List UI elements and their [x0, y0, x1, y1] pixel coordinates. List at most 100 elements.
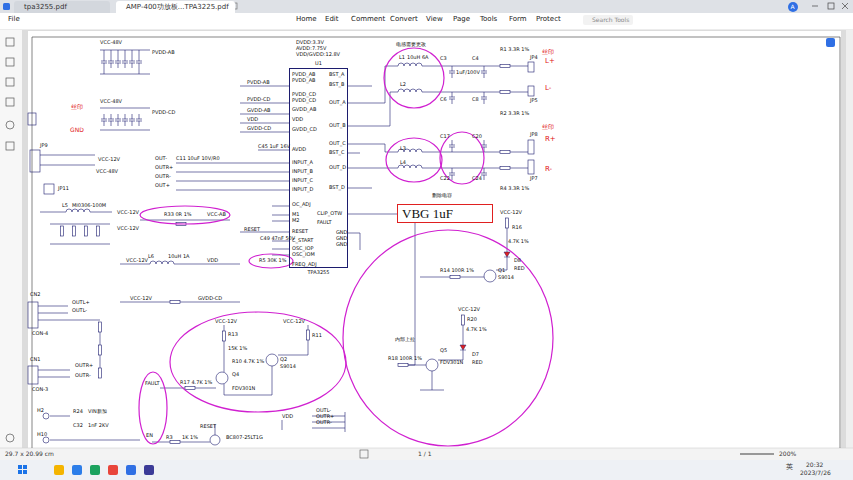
schematic-label: L1 [399, 55, 405, 60]
window-chrome [108, 465, 118, 475]
markup-ellipse [170, 312, 346, 412]
markup-ellipse [139, 372, 167, 444]
schematic-wiring [462, 315, 465, 325]
schematic-label: JP4 [530, 55, 538, 60]
schematic-label: 内部上拉 [395, 337, 415, 342]
schematic-label: VCC-12V [500, 210, 522, 215]
schematic-label: BST_D [329, 185, 345, 190]
window-chrome [0, 448, 853, 460]
schematic-label: INPUT_C [292, 178, 313, 183]
schematic-label: CLIP_OTW [317, 211, 342, 216]
search-box: Search Tools [592, 17, 629, 23]
schematic-label: VCC-12V [126, 258, 148, 263]
schematic-label: 1K 1% [182, 435, 198, 440]
schematic-label: VCC-12V [117, 210, 139, 215]
avatar-letter: A [791, 4, 795, 10]
silkscreen-note: R+ [545, 136, 556, 143]
silkscreen-note: L+ [545, 58, 555, 65]
silkscreen-note: 丝印 [542, 124, 554, 130]
schematic-label: R24 [73, 409, 83, 414]
markup-ellipse [249, 254, 293, 268]
schematic-wiring [481, 66, 487, 78]
schematic-label: R10 4.7K 1% [232, 359, 264, 364]
schematic-label: RESET [292, 229, 308, 234]
schematic-wiring [176, 163, 289, 190]
schematic-wiring [122, 56, 128, 68]
schematic-wiring [120, 264, 240, 265]
schematic-label: C3 [440, 56, 447, 61]
schematic-label: C49 47nF 50V [260, 236, 295, 241]
schematic-wiring [398, 223, 426, 365]
schematic-wiring [61, 226, 64, 236]
schematic-label: L4 [400, 160, 406, 165]
menu-item: Edit [325, 16, 339, 23]
markup-ellipse [139, 48, 553, 446]
schematic-wiring [160, 388, 216, 389]
schematic-label: M2 [292, 218, 300, 223]
window-chrome [72, 465, 82, 475]
schematic-label: RESET [244, 227, 260, 232]
schematic-wiring [422, 66, 528, 168]
schematic-label: M1 [292, 212, 300, 217]
schematic-wiring [185, 387, 195, 390]
schematic-wiring [398, 63, 422, 66]
schematic-wiring [104, 50, 139, 74]
window-chrome [6, 38, 14, 46]
schematic-wiring [460, 345, 466, 350]
schematic-label: GND [336, 236, 347, 241]
window-chrome [54, 465, 64, 475]
schematic-label: OUTL- [316, 408, 331, 413]
schematic-label: BST_B [329, 82, 345, 87]
schematic-label: BC807-25LT1G [226, 435, 263, 440]
window-chrome [126, 465, 136, 475]
schematic-label: PVDD-CD [247, 97, 270, 102]
schematic-label: GVDD_CD [292, 127, 317, 132]
schematic-wiring [500, 167, 510, 170]
schematic-wiring [496, 228, 507, 270]
schematic-label: C6 [440, 97, 447, 102]
schematic-label: CN2 [30, 292, 40, 297]
schematic-wiring [528, 62, 534, 72]
schematic-label: OUTL- [72, 308, 87, 313]
schematic-label: PVDD-AB [247, 80, 270, 85]
node-subtitle: TPA3255 [290, 270, 347, 275]
schematic-wiring [115, 114, 121, 126]
schematic-wiring [122, 114, 128, 126]
file-tab: tpa3255.pdf [14, 1, 110, 13]
schematic-wiring [170, 441, 180, 444]
schematic-label: VDD [292, 117, 303, 122]
schematic-label: JP11 [58, 186, 69, 191]
schematic-label: BST_C [329, 150, 345, 155]
schematic-wiring [398, 364, 408, 367]
schematic-label: JP5 [530, 98, 538, 103]
schematic-label: VCC-12V [130, 296, 152, 301]
schematic-label: INPUT_A [292, 160, 313, 165]
schematic-wiring [481, 92, 487, 104]
window-chrome [144, 465, 154, 475]
schematic-label: L3 [400, 146, 406, 151]
schematic-label: BST_A [329, 72, 345, 77]
schematic-wiring [224, 325, 225, 372]
schematic-label: OUT+ [155, 183, 170, 188]
schematic-label: OUTR+ [316, 414, 334, 419]
schematic-label: R20 [467, 317, 477, 322]
schematic-label: GVDD-CD [198, 296, 222, 301]
schematic-wiring [215, 420, 282, 435]
schematic-label: R2 3.3R 1% [500, 111, 529, 116]
window-chrome [23, 465, 27, 469]
schematic-label: S9014 [498, 275, 514, 280]
schematic-label: VCC-12V [98, 157, 120, 162]
schematic-wiring [449, 168, 455, 180]
schematic-wiring [266, 354, 278, 366]
schematic-wiring [30, 150, 40, 172]
schematic-label: C11 10uF 10V/R0 [176, 156, 220, 161]
schematic-label: C24 [472, 176, 482, 181]
schematic-label: OUTL+ [72, 300, 90, 305]
schematic-label: VDD/GVDD:12.8V [296, 52, 340, 57]
schematic-label: OSC_IOP [292, 246, 314, 251]
schematic-wiring [420, 277, 484, 278]
schematic-wiring [398, 89, 422, 92]
schematic-wiring [40, 212, 112, 213]
schematic-label: C_START [292, 238, 313, 243]
